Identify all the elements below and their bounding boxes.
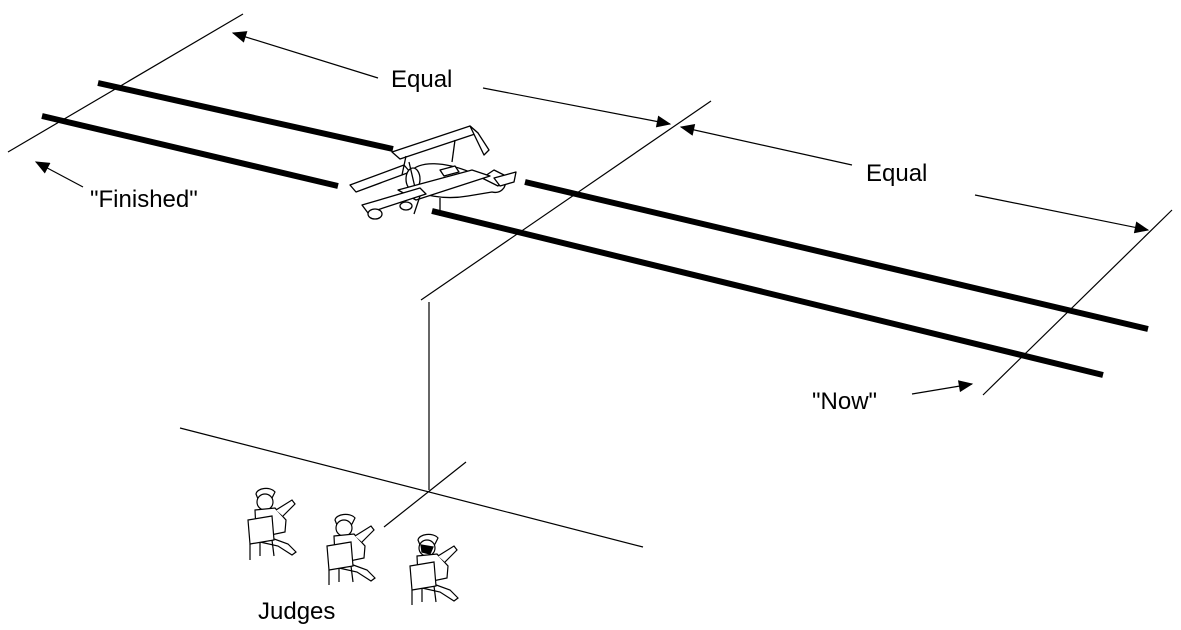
judge-icon-3: [409, 533, 459, 605]
judge-icon-1: [247, 487, 297, 560]
now-boundary-line: [982, 209, 1173, 396]
arrow-finished: [34, 161, 84, 188]
arrow-equal-right-back: [679, 124, 853, 166]
label-judges: Judges: [258, 598, 336, 625]
label-equal-left: Equal: [391, 66, 453, 93]
arrow-now: [911, 380, 974, 395]
finished-boundary-line: [7, 13, 244, 153]
judge-icon-2: [326, 513, 376, 585]
arrows: [34, 31, 1150, 395]
arrow-equal-left-back: [231, 31, 379, 79]
judges-baseline: [179, 427, 644, 548]
flight-line-lower-right: [431, 208, 1104, 378]
label-now: "Now": [812, 388, 878, 415]
flight-line-upper-left: [97, 80, 394, 152]
label-equal-right: Equal: [866, 160, 928, 187]
center-boundary-line: [420, 100, 712, 301]
flight-line-lower-left: [41, 113, 339, 189]
biplane-icon: [349, 125, 517, 220]
flight-line-upper-right: [524, 179, 1149, 332]
arrow-equal-right-forward: [974, 194, 1150, 234]
judges-sight-line: [383, 461, 467, 528]
flight-path-lines: [41, 80, 1149, 378]
reference-lines: [7, 13, 1173, 548]
arrow-equal-left-forward: [482, 87, 672, 128]
label-finished: "Finished": [90, 186, 198, 213]
